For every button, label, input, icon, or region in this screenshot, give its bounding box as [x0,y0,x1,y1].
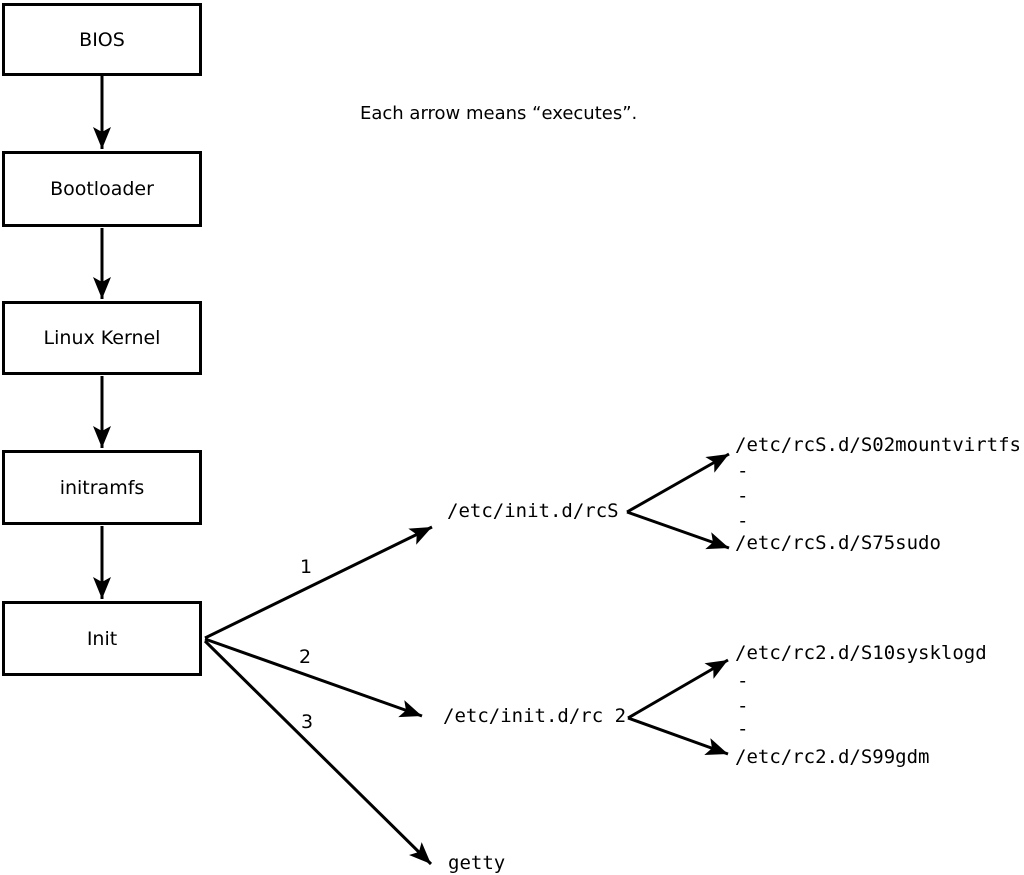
rc2-ellipsis-dash: - [737,670,749,692]
node-bios: BIOS [2,3,202,76]
node-etc-init-d-rc2: /etc/init.d/rc 2 [443,705,627,727]
node-etc-init-d-rcs: /etc/init.d/rcS [447,500,619,522]
rcs-ellipsis-dash: - [737,460,749,482]
node-bootloader-label: Bootloader [50,178,154,200]
node-initramfs-label: initramfs [59,476,145,499]
node-rcs-d-s02mountvirtfs: /etc/rcS.d/S02mountvirtfs [735,434,1021,456]
arrow-rcs-to-s75sudo [626,510,730,550]
node-rcs-d-s75sudo: /etc/rcS.d/S75sudo [735,532,941,554]
branch-order-3: 3 [300,711,314,733]
branch-order-2: 2 [298,646,312,668]
node-rc2-d-s10sysklogd: /etc/rc2.d/S10sysklogd [735,642,987,664]
branch-order-1: 1 [299,556,313,578]
node-linux-kernel: Linux Kernel [2,301,202,375]
arrow-rc2-to-s10sysklogd [627,658,729,720]
node-init-label: Init [86,627,118,650]
rcs-ellipsis-dash: - [737,510,749,532]
node-initramfs: initramfs [2,450,202,525]
rc2-ellipsis-dash: - [737,718,749,740]
legend-note: Each arrow means “executes”. [360,103,638,124]
arrow-init-to-rc2 [204,637,423,718]
node-bios-label: BIOS [79,28,125,51]
arrow-rc2-to-s99gdm [627,716,729,756]
rc2-ellipsis-dash: - [737,695,749,717]
node-linux-kernel-label: Linux Kernel [43,327,161,349]
node-rc2-d-s99gdm: /etc/rc2.d/S99gdm [735,746,930,768]
node-bootloader: Bootloader [2,151,202,227]
node-init: Init [2,601,202,676]
arrow-init-to-rcs [204,525,433,640]
rcs-ellipsis-dash: - [737,485,749,507]
arrow-init-to-getty [203,639,433,866]
arrow-rcs-to-s02mountvirtfs [626,452,730,514]
node-getty: getty [448,852,506,874]
